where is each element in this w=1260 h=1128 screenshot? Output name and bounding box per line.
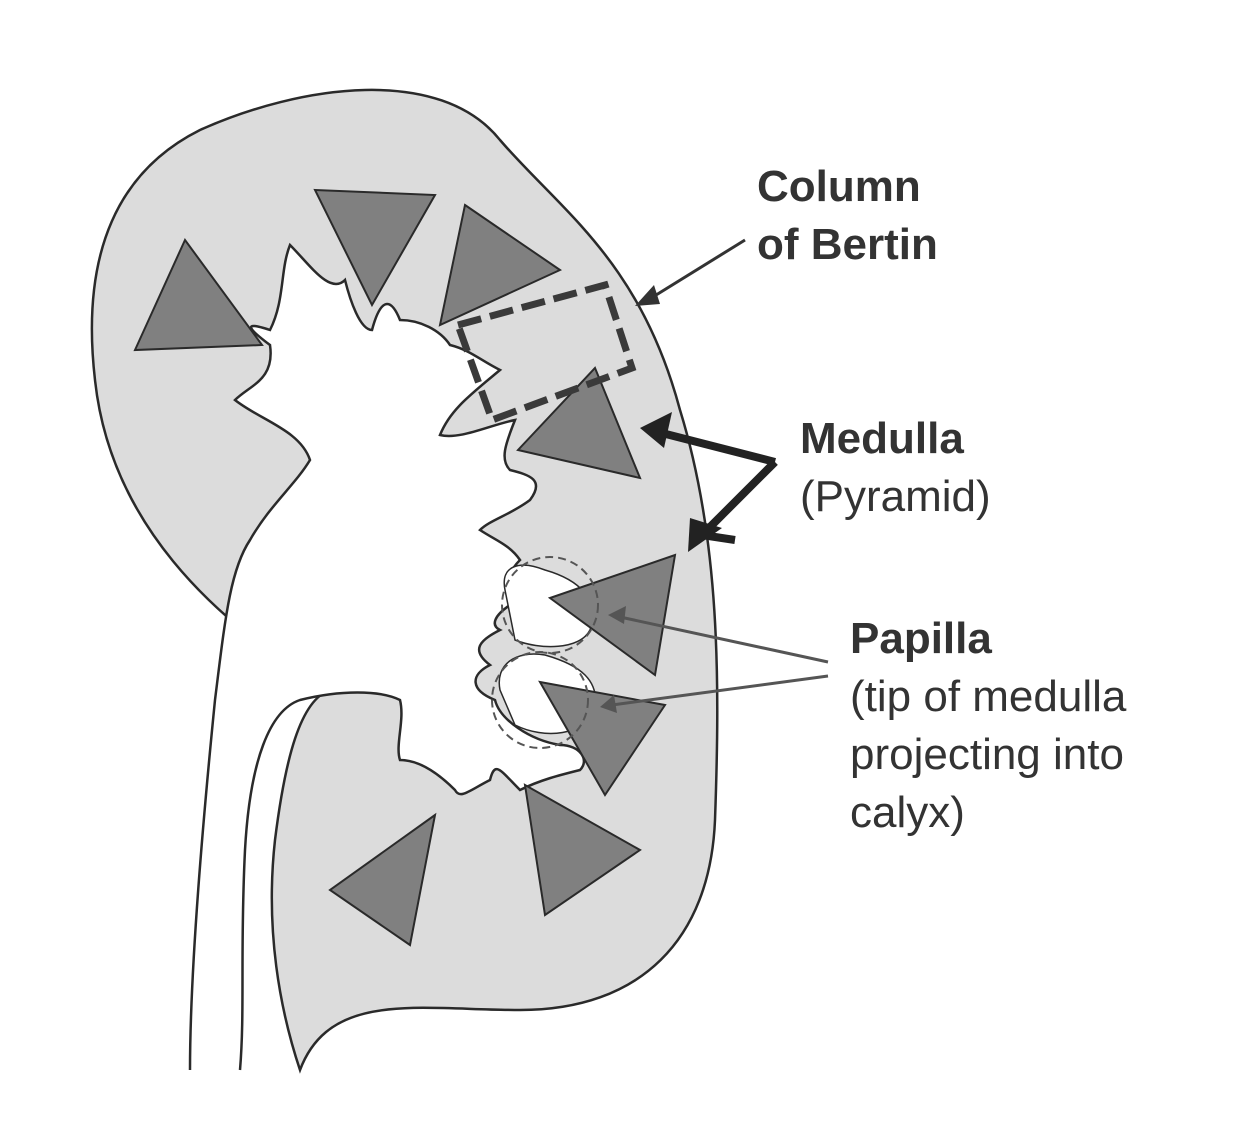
pyramid-3: [438, 203, 563, 327]
column-arrow: [635, 238, 746, 306]
medulla-title: Medulla: [800, 414, 964, 463]
column-of-bertin-box: [453, 280, 637, 425]
papilla-circle-lower: [491, 651, 589, 749]
label-medulla: Medulla (Pyramid): [800, 410, 991, 526]
pyramid-8: [523, 783, 642, 917]
label-papilla: Papilla (tip of medulla projecting into …: [850, 610, 1126, 842]
papilla-title: Papilla: [850, 614, 992, 663]
pyramid-1: [133, 238, 264, 352]
papilla-arrows: [600, 606, 829, 713]
papilla-circle-upper: [501, 556, 599, 654]
column-label-line2: of Bertin: [757, 220, 938, 269]
papilla-line2: projecting into: [850, 730, 1124, 779]
pyramid-7: [328, 812, 437, 947]
pyramid-4: [516, 366, 642, 480]
renal-sinus: [188, 242, 586, 1071]
medulla-arrows: [640, 412, 778, 552]
column-label-line1: Column: [757, 162, 921, 211]
medulla-subtitle: (Pyramid): [800, 472, 991, 521]
label-column-of-bertin: Column of Bertin: [757, 158, 938, 274]
papilla-line1: (tip of medulla: [850, 672, 1127, 721]
pyramid-6: [538, 680, 667, 797]
papilla-line3: calyx): [850, 788, 965, 837]
pyramid-2: [313, 188, 437, 308]
